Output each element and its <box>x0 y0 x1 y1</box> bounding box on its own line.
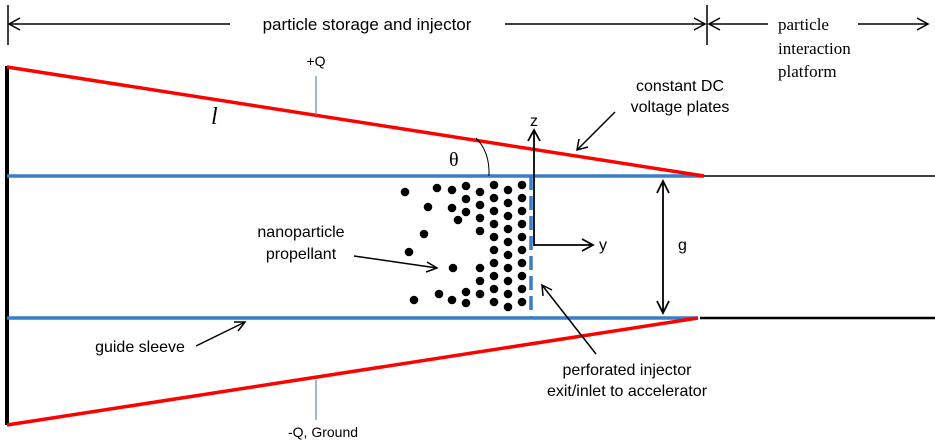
nanoparticle <box>517 206 527 216</box>
nanoparticle <box>453 215 463 225</box>
nanoparticle-cloud <box>400 180 527 312</box>
storage-label: particle storage and injector <box>263 15 472 34</box>
nanoparticle <box>400 187 410 197</box>
nanoparticle <box>409 295 419 305</box>
gap-dimension <box>656 178 670 316</box>
nanoparticle <box>503 289 513 299</box>
platform-arrowhead-left <box>707 17 721 31</box>
nanoparticle <box>447 295 457 305</box>
nanoparticle <box>434 289 444 299</box>
sleeve-label: guide sleeve <box>95 339 185 356</box>
sleeve-pointer-arrow <box>195 321 247 347</box>
gap-arrowhead-bottom <box>656 300 670 316</box>
nanoparticle <box>503 250 513 260</box>
nanoparticle <box>447 203 457 213</box>
nanoparticle <box>517 232 527 242</box>
nanoparticle <box>489 193 499 203</box>
platform-label-line3: platform <box>778 62 837 81</box>
nanoparticle <box>517 284 527 294</box>
nanoparticle <box>503 198 513 208</box>
nanoparticle <box>461 287 471 297</box>
nanoparticle <box>489 180 499 190</box>
nanoparticle <box>503 237 513 247</box>
nanoparticle <box>517 258 527 268</box>
nanoparticle <box>517 271 527 281</box>
theta-angle-arc <box>475 137 490 177</box>
nanoparticle <box>461 298 471 308</box>
length-symbol: l <box>211 104 218 130</box>
coordinate-axes <box>527 128 595 252</box>
nanoparticle <box>489 245 499 255</box>
nanoparticle <box>423 202 433 212</box>
nanoparticle <box>404 247 414 257</box>
nanoparticle <box>503 263 513 273</box>
nanoparticle <box>517 245 527 255</box>
plates-label-line2: voltage plates <box>631 99 730 116</box>
nanoparticle <box>517 297 527 307</box>
nanoparticle <box>489 258 499 268</box>
nanoparticle <box>432 183 442 193</box>
nanoparticle <box>475 200 485 210</box>
nanoparticle <box>489 297 499 307</box>
y-axis-label: y <box>599 237 607 254</box>
nanoparticle <box>489 206 499 216</box>
nanoparticle <box>448 263 458 273</box>
nanoparticle <box>475 263 485 273</box>
exit-label-line1: perforated injector <box>563 362 693 379</box>
nanoparticle <box>447 185 457 195</box>
header-dimensions <box>7 5 930 45</box>
nanoparticle <box>489 219 499 229</box>
nanoparticle <box>461 207 471 217</box>
nanoparticle <box>489 271 499 281</box>
plates-label-line1: constant DC <box>636 78 724 95</box>
nanoparticle <box>475 187 485 197</box>
lower-voltage-plate <box>6 316 699 427</box>
upper-voltage-plate <box>6 65 705 178</box>
gap-arrowhead-top <box>656 178 670 194</box>
nanoparticle <box>475 226 485 236</box>
nanoparticle <box>461 194 471 204</box>
exit-label-line2: exit/inlet to accelerator <box>547 383 708 400</box>
nanoparticle <box>503 185 513 195</box>
nanoparticle <box>517 219 527 229</box>
nanoparticle <box>503 224 513 234</box>
plates-pointer-arrow <box>576 111 616 152</box>
gap-label: g <box>678 237 687 254</box>
storage-arrowhead-left <box>7 17 21 31</box>
nanoparticle <box>503 276 513 286</box>
nanoparticle <box>461 181 471 191</box>
propellant-label-line2: propellant <box>266 246 337 263</box>
nanoparticle <box>475 276 485 286</box>
plus-q-label: +Q <box>306 53 325 69</box>
nanoparticle <box>419 229 429 239</box>
z-axis-arrowhead <box>527 128 541 142</box>
z-axis-label: z <box>530 113 538 130</box>
theta-symbol: θ <box>449 149 459 171</box>
propellant-pointer-arrow <box>353 255 439 273</box>
platform-label-line1: particle <box>778 15 829 34</box>
platform-label-line2: interaction <box>778 39 851 58</box>
nanoparticle <box>475 289 485 299</box>
y-axis-arrowhead <box>581 238 595 252</box>
nanoparticle <box>489 232 499 242</box>
storage-arrowhead-right <box>693 17 707 31</box>
minus-q-label: -Q, Ground <box>288 424 358 440</box>
nanoparticle <box>489 284 499 294</box>
nanoparticle <box>503 302 513 312</box>
exit-pointer-arrow <box>541 283 597 355</box>
nanoparticle <box>503 211 513 221</box>
propellant-label-line1: nanoparticle <box>257 224 344 241</box>
nanoparticle <box>475 213 485 223</box>
platform-arrowhead-right <box>916 17 930 31</box>
nanoparticle <box>517 193 527 203</box>
nanoparticle <box>517 180 527 190</box>
